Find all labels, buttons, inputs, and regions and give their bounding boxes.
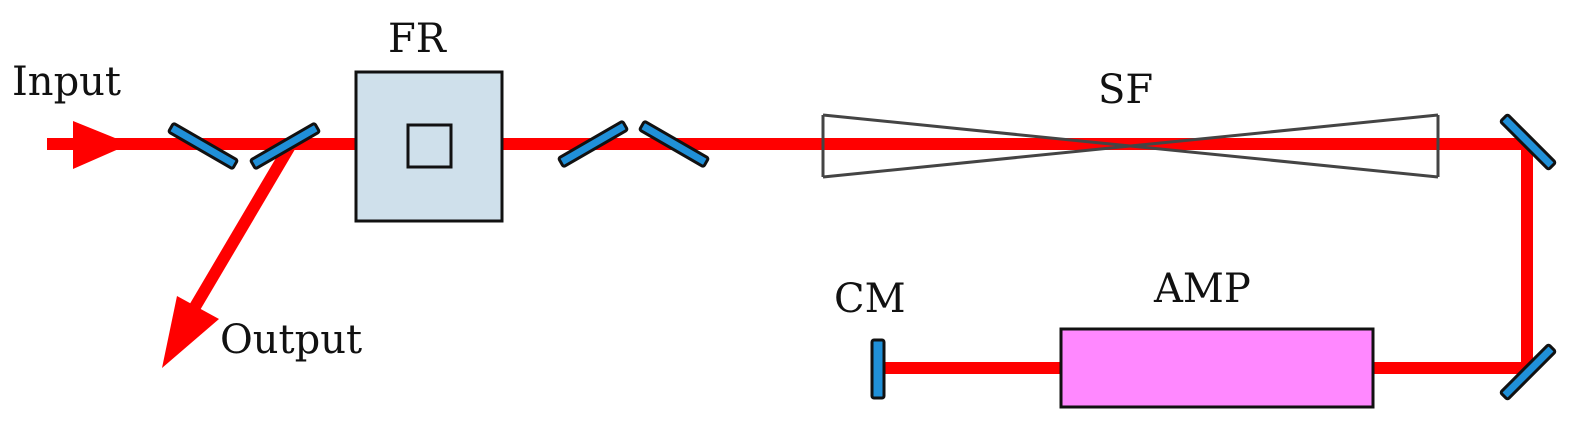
output-arrow-icon — [162, 296, 219, 368]
label-input: Input — [12, 59, 121, 105]
label-fr: FR — [388, 16, 448, 62]
label-output: Output — [220, 317, 362, 363]
label-sf: SF — [1098, 67, 1153, 113]
mirror-3 — [557, 120, 629, 168]
input-arrow-icon — [73, 121, 130, 169]
mirror-1 — [167, 122, 239, 170]
amplifier — [1059, 327, 1375, 409]
mirror-5 — [1499, 113, 1557, 171]
mirrors — [167, 113, 1557, 401]
label-amp: AMP — [1153, 266, 1251, 312]
faraday-rotator — [354, 70, 504, 223]
beam-output — [186, 142, 296, 316]
spatial-filter — [821, 113, 1440, 179]
mirror-4 — [638, 120, 710, 168]
mirror-6 — [1499, 343, 1557, 401]
curved-mirror — [870, 338, 886, 400]
label-cm: CM — [834, 276, 906, 322]
mirror-2 — [249, 122, 321, 170]
